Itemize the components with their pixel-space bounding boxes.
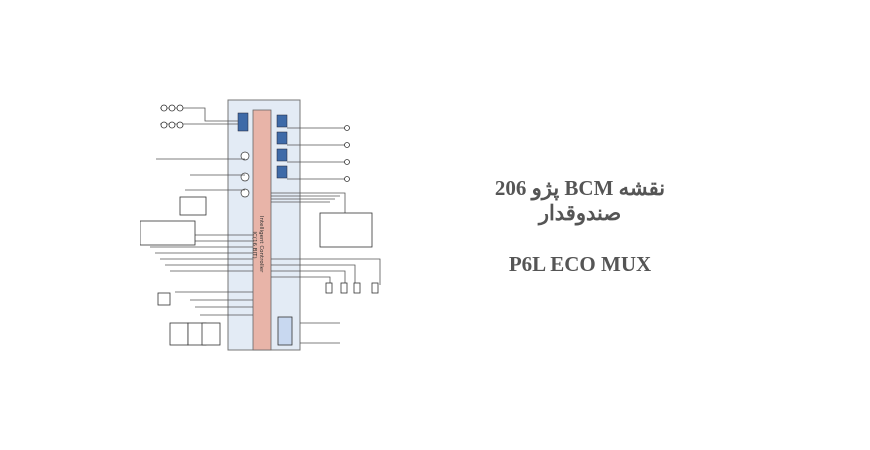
page-title: نقشه BCM پژو 206 صندوقدار: [494, 176, 666, 225]
transistor-symbols: [240, 151, 250, 198]
intelligent-controller: [252, 109, 272, 351]
relay-blocks: [237, 112, 288, 179]
wires: [140, 107, 381, 344]
page-subtitle: P6L ECO MUX: [508, 252, 652, 276]
bcm-wiring-diagram: Intelligent Controller IC(16 BIT): [140, 99, 381, 351]
components: [140, 104, 379, 346]
controller-label: Intelligent Controller IC(16 BIT): [251, 216, 264, 274]
